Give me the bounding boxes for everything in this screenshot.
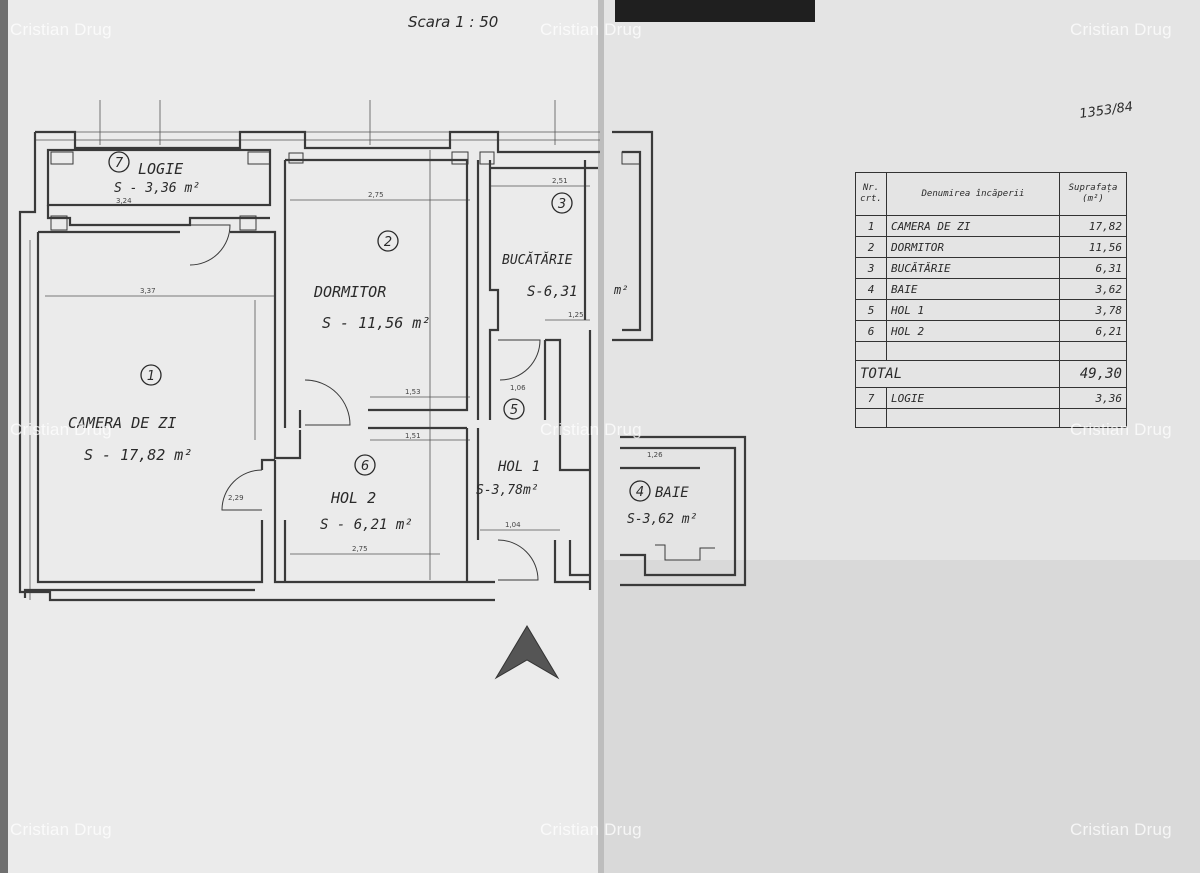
total-label: TOTAL [855,360,1060,388]
margin-note: 1353/84 [1078,100,1134,122]
dimension-lines [29,100,600,600]
room-area-1: S - 17,82 m² [84,446,192,464]
walls [18,130,600,602]
watermark: Cristian Drug [1070,20,1172,39]
watermark: Cristian Drug [1070,820,1172,839]
door-swings [189,224,541,581]
row-area: 6,31 [1059,257,1127,279]
col-header-nr: Nr. crt. [855,172,887,216]
room-area-3-unit: m² [613,283,628,297]
room-name-7: LOGIE [138,160,183,178]
room-area-5: S-3,78m² [476,483,539,498]
dim-value: 1,06 [510,384,526,392]
room-name-2: DORMITOR [313,283,386,301]
table-header-row: Nr. crt. Denumirea încăperii Suprafața (… [855,172,1127,216]
row-nr: 7 [855,387,887,409]
dim-value: 2,75 [368,191,384,199]
room-numbers: 1 2 3 4 5 6 7 [115,156,644,500]
dim-value: 2,75 [352,545,368,553]
row-name: HOL 1 [886,299,1060,321]
room-number-1: 1 [147,369,155,384]
row-nr: 4 [855,278,887,300]
room-number-3: 3 [558,197,566,212]
row-nr: 2 [855,236,887,258]
table-row: 2 DORMITOR 11,56 [855,236,1127,258]
row-area: 6,21 [1059,320,1127,342]
dim-value: 2,51 [552,177,568,185]
room-number-4: 4 [636,485,644,500]
dim-value: 1,04 [505,521,521,529]
row-name: BUCĂTĂRIE [886,257,1060,279]
row-name: DORMITOR [886,236,1060,258]
dim-value: 1,51 [405,432,421,440]
table-row: 5 HOL 1 3,78 [855,299,1127,321]
row-nr: 1 [855,215,887,237]
table-row: 7 LOGIE 3,36 [855,387,1127,409]
row-nr: 3 [855,257,887,279]
watermark: Cristian Drug [10,420,112,439]
room-area-6: S - 6,21 m² [320,517,413,533]
watermark: Cristian Drug [540,820,642,839]
room-area-table: Nr. crt. Denumirea încăperii Suprafața (… [855,172,1127,428]
row-name: HOL 2 [886,320,1060,342]
north-arrow-icon [494,625,560,680]
dim-value: 1,53 [405,388,421,396]
table-total-row: TOTAL 49,30 [855,360,1127,388]
room-labels: CAMERA DE ZI S - 17,82 m² DORMITOR S - 1… [68,160,697,533]
dimension-values: 3,37 2,75 2,51 1,53 1,51 1,04 2,75 1,25 … [116,177,663,553]
sheet-fold [598,0,604,873]
room-area-2: S - 11,56 m² [322,314,430,332]
watermark: Cristian Drug [540,420,642,439]
room-area-3: S-6,31 [527,284,578,300]
room-number-5: 5 [510,403,518,418]
row-area: 17,82 [1059,215,1127,237]
dim-value: 1,26 [647,451,663,459]
row-name: LOGIE [886,387,1060,409]
watermark: Cristian Drug [10,20,112,39]
col-header-name: Denumirea încăperii [886,172,1060,216]
room-name-4: BAIE [655,485,689,501]
room-number-circles [108,151,651,502]
room-name-1: CAMERA DE ZI [68,414,176,432]
room-number-2: 2 [384,235,392,250]
watermark: Cristian Drug [1070,420,1172,439]
watermark: Cristian Drug [10,820,112,839]
scale-label: Scara 1 : 50 [408,13,498,31]
dim-value: 3,24 [116,197,132,205]
room-name-3: BUCĂTĂRIE [502,252,573,268]
col-header-area: Suprafața (m²) [1059,172,1127,216]
dim-value: 1,25 [568,311,584,319]
table-row: 4 BAIE 3,62 [855,278,1127,300]
row-area: 3,78 [1059,299,1127,321]
plan-sheet-right-shadow [604,560,1200,873]
row-nr: 5 [855,299,887,321]
plan-sheet-left [8,0,598,873]
top-tape [615,0,815,22]
room-number-6: 6 [361,459,369,474]
room-number-7: 7 [115,156,124,171]
fixture-details [50,151,715,561]
dim-value: 2,29 [228,494,244,502]
room-name-5: HOL 1 [497,459,540,475]
table-row: 6 HOL 2 6,21 [855,320,1127,342]
row-area: 3,62 [1059,278,1127,300]
row-name: CAMERA DE ZI [886,215,1060,237]
dim-value: 3,37 [140,287,156,295]
room-area-7: S - 3,36 m² [114,181,200,196]
table-row-blank [855,408,1127,428]
row-area: 11,56 [1059,236,1127,258]
table-row: 1 CAMERA DE ZI 17,82 [855,215,1127,237]
watermark: Cristian Drug [540,20,642,39]
row-nr: 6 [855,320,887,342]
row-name: BAIE [886,278,1060,300]
room-name-6: HOL 2 [330,489,376,507]
row-area: 3,36 [1059,387,1127,409]
table-row-blank [855,341,1127,361]
room-area-4: S-3,62 m² [627,512,697,527]
total-value: 49,30 [1059,360,1127,388]
table-row: 3 BUCĂTĂRIE 6,31 [855,257,1127,279]
